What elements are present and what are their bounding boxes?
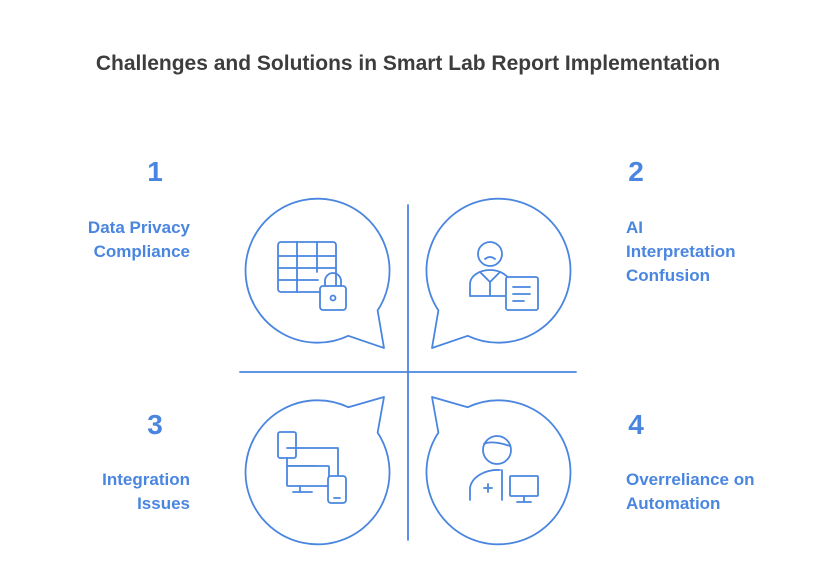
- speech-bubble-2: [425, 197, 572, 349]
- speech-bubble-3: [244, 396, 391, 546]
- quadrant-3-number: 3: [147, 409, 163, 440]
- locked-table-icon: [277, 241, 347, 311]
- page-title: Challenges and Solutions in Smart Lab Re…: [95, 52, 721, 75]
- confused-user-document-icon: [469, 241, 539, 311]
- quadrant-2-label: AI Interpretation Confusion: [626, 218, 736, 285]
- quadrant-2-number: 2: [628, 156, 644, 187]
- speech-bubble-1: [244, 197, 391, 349]
- speech-bubble-4: [425, 396, 572, 546]
- connected-devices-icon: [277, 431, 347, 504]
- quadrant-4-number: 4: [628, 409, 644, 440]
- quadrant-4-label: Overreliance on Automation: [626, 470, 755, 513]
- quadrant-3-label: Integration Issues: [102, 470, 190, 513]
- doctor-computer-icon: [469, 435, 539, 503]
- quadrant-1-label: Data Privacy Compliance: [87, 218, 190, 261]
- quadrant-1-number: 1: [147, 156, 163, 187]
